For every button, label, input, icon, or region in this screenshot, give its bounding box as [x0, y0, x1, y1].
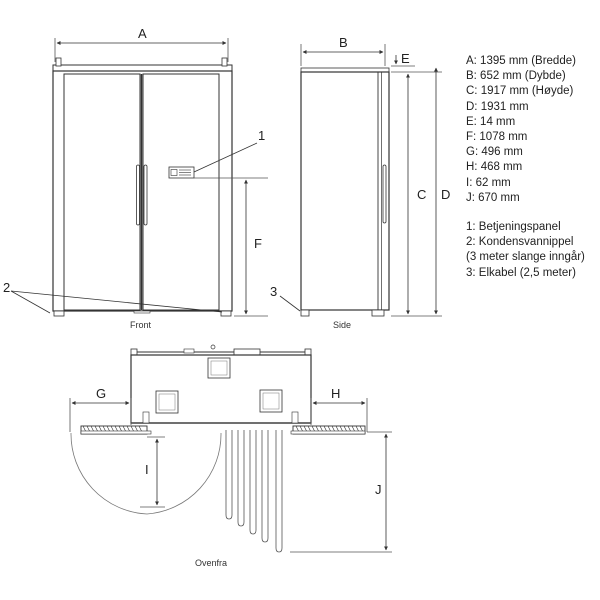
side-view-label: Side [333, 320, 351, 330]
dimensions-legend: A: 1395 mm (Bredde) B: 652 mm (Dybde) C:… [466, 54, 598, 206]
legend-item-f: F: 1078 mm [466, 131, 528, 144]
control-panel [168, 166, 195, 179]
legend: A: 1395 mm (Bredde) B: 652 mm (Dybde) C:… [466, 54, 598, 281]
front-top-cap [52, 64, 233, 72]
callout-label-1: 1 [258, 128, 265, 143]
right-door-handle [143, 164, 148, 226]
side-view: B 3 E C D Side [270, 35, 450, 330]
door-swing-arc [70, 432, 148, 515]
front-view-label: Front [130, 320, 152, 330]
dimension-label-b: B [339, 35, 348, 50]
legend-item-a: A: 1395 mm (Bredde) [466, 55, 576, 67]
legend-part-1: 1: Betjeningspanel [466, 221, 561, 234]
legend-item-j: J: 670 mm [466, 191, 520, 204]
dimension-label-j: J [375, 482, 382, 497]
top-view-label: Ovenfra [195, 558, 227, 568]
left-door-handle [136, 164, 140, 226]
legend-part-3: 3: Elkabel (2,5 meter) [466, 266, 576, 279]
right-door [142, 73, 220, 311]
pull-out-drawers [225, 430, 283, 553]
dimension-label-e: E [401, 51, 410, 66]
dimension-label-f: F [254, 236, 262, 251]
legend-item-d: D: 1931 mm [466, 100, 529, 113]
top-view: G H I J Ovenfra [69, 344, 392, 568]
front-view: A 1 F 2 Front [3, 26, 268, 330]
dimension-label-i: I [145, 462, 149, 477]
dimension-label-a: A [138, 26, 147, 41]
legend-item-i: I: 62 mm [466, 176, 511, 189]
legend-part-2-note: (3 meter slange inngår) [466, 251, 585, 264]
left-door [63, 73, 141, 311]
legend-item-g: G: 496 mm [466, 146, 523, 159]
legend-item-h: H: 468 mm [466, 161, 523, 174]
dimension-label-d: D [441, 187, 450, 202]
side-cabinet-body [300, 71, 390, 311]
legend-item-b: B: 652 mm (Dybde) [466, 70, 566, 83]
callout-label-3: 3 [270, 284, 277, 299]
dimension-label-h: H [331, 386, 340, 401]
legend-item-e: E: 14 mm [466, 115, 516, 128]
legend-item-c: C: 1917 mm (Høyde) [466, 85, 574, 98]
parts-legend: 1: Betjeningspanel 2: Kondensvannippel (… [466, 220, 598, 281]
callout-label-2: 2 [3, 280, 10, 295]
dimension-label-g: G [96, 386, 106, 401]
side-door-handle [382, 164, 387, 224]
legend-part-2: 2: Kondensvannippel [466, 236, 574, 249]
dimension-label-c: C [417, 187, 426, 202]
